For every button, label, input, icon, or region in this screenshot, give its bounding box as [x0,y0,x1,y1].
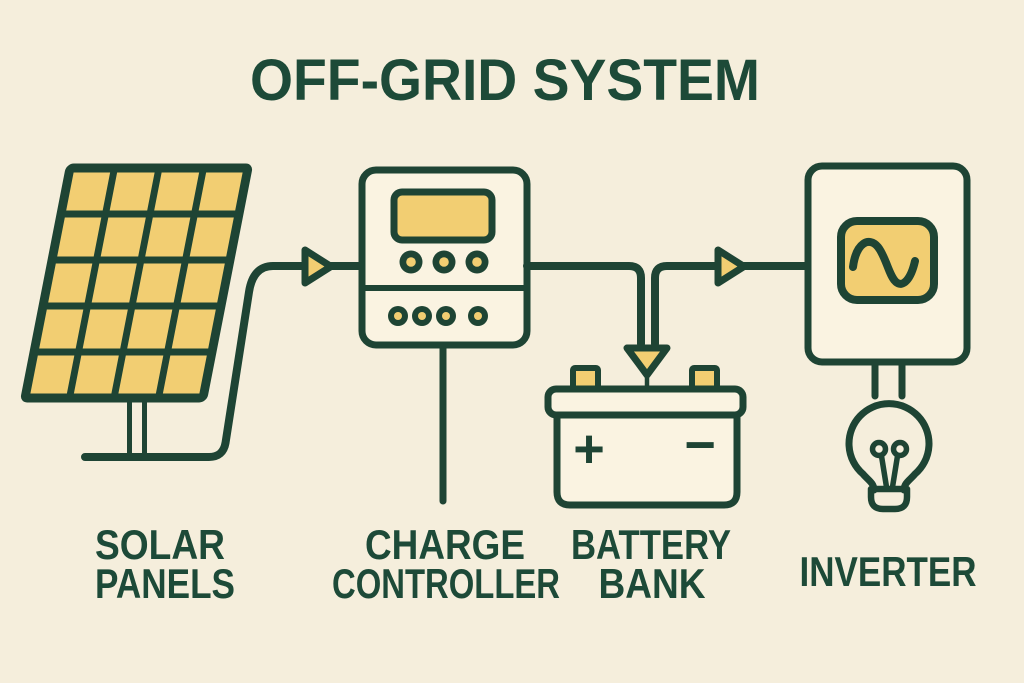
panel-grid-lines [33,168,240,398]
charge-controller-label-line2: CONTROLLER [332,560,560,607]
light-bulb-icon [845,400,933,513]
charge-controller-icon [358,166,531,505]
battery-lid [544,385,747,419]
inverter-output-legs [871,358,906,400]
inverter-icon [804,162,971,400]
sine-wave-icon [849,238,919,288]
controller-screen [390,188,496,244]
battery-bank-label-line1: BATTERY [571,521,731,568]
wire-solar-to-controller [81,262,306,461]
bulb-globe [845,400,933,494]
solar-panels-label-line1: SOLAR [95,521,225,568]
panel-stand-post [127,400,147,455]
controller-knobs-bottom [388,306,488,326]
bulb-filament [869,439,910,490]
solar-panel-grid [20,163,253,403]
solar-panel-icon [20,163,253,455]
controller-knobs-top [399,250,489,274]
charge-controller-label-line1: CHARGE [365,521,525,568]
arrow-right-icon [714,246,748,287]
battery-positive-symbol: + [573,419,605,479]
battery-bank-icon: + − [544,365,747,509]
battery-body [553,404,741,509]
solar-panels-label-line2: PANELS [95,560,235,607]
wire-controller-to-battery [523,262,645,348]
page-title: OFF-GRID SYSTEM [250,48,760,113]
arrow-down-icon [623,344,671,379]
inverter-label: INVERTER [800,548,977,595]
arrow-right-icon [301,246,335,287]
wire-junction-to-inverter [651,262,720,348]
battery-bank-label-line2: BANK [599,560,706,607]
bulb-base [867,485,911,513]
battery-negative-symbol: − [684,415,716,475]
